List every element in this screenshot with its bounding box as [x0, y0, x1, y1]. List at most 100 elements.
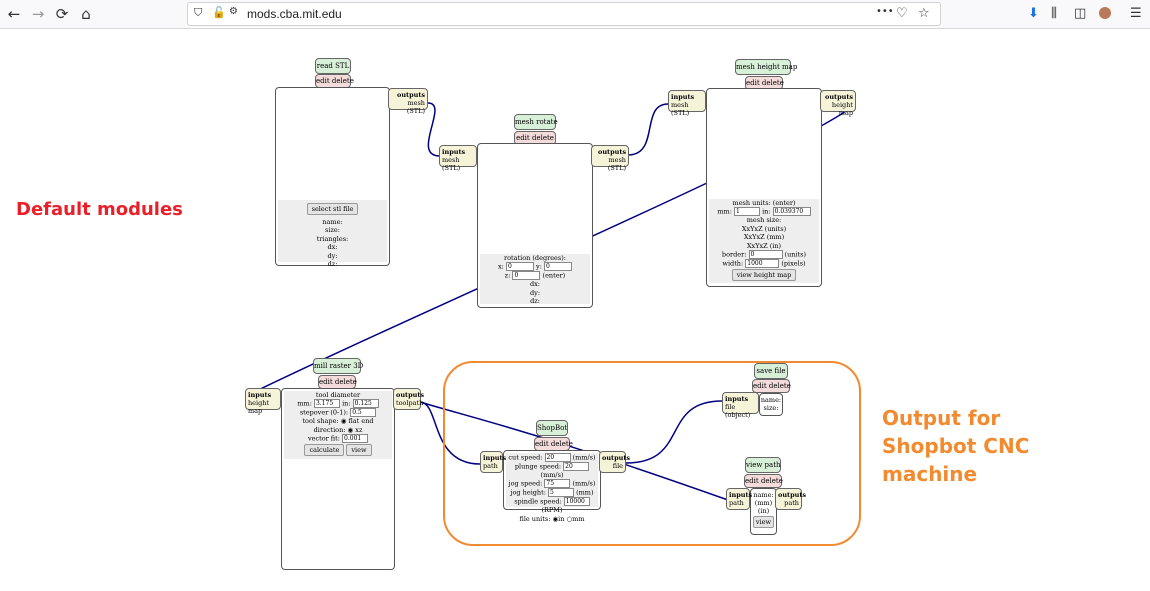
jog-height-input[interactable] — [548, 488, 574, 498]
units-mm-label: mm — [572, 514, 585, 523]
y-label: y: — [536, 262, 542, 271]
jog-height-label: jog height: — [510, 488, 546, 497]
mm-input[interactable] — [733, 207, 760, 217]
plunge-speed-input[interactable] — [563, 462, 590, 471]
spindle-speed-input[interactable] — [563, 497, 590, 507]
url-text[interactable]: mods.cba.mit.edu — [247, 7, 342, 21]
direction-label: direction: — [313, 425, 346, 434]
reload-icon[interactable]: ⟳ — [55, 5, 69, 23]
menu-icon[interactable]: ☰ — [1130, 6, 1142, 21]
shopbot-title[interactable]: ShopBot — [536, 420, 568, 436]
rotate-x-input[interactable] — [505, 262, 534, 272]
rotate-z-input[interactable] — [512, 271, 541, 281]
save-file-title[interactable]: save file — [754, 363, 788, 379]
mm-label: mm: — [717, 207, 732, 216]
mesh-height-map-title[interactable]: mesh height map — [735, 59, 797, 75]
forward-icon[interactable]: → — [31, 5, 45, 23]
shopbot-panel: cut speed: (mm/s) plunge speed: (mm/s) j… — [506, 453, 598, 523]
view-path-title[interactable]: view path — [745, 457, 781, 473]
field-triangles: triangles: — [316, 234, 349, 243]
mesh-height-map-module: mesh units: (enter) mm: in: mesh size: X… — [706, 88, 822, 287]
port-type: mesh (STL) — [671, 101, 690, 117]
default-modules-annotation: Default modules — [16, 199, 183, 220]
units-in-radio[interactable]: ◉ — [552, 514, 559, 523]
field-dy: dy: — [529, 288, 541, 297]
calculate-button[interactable]: calculate — [304, 444, 345, 457]
url-bar[interactable]: ⛉ 🔓 ⚙ mods.cba.mit.edu ••• ♡ ☆ — [187, 2, 941, 26]
view-button[interactable]: view — [346, 444, 372, 457]
mill-raster-3d-title[interactable]: mill raster 3D — [313, 358, 363, 374]
home-icon[interactable]: ⌂ — [81, 5, 91, 23]
border-unit: (units) — [784, 250, 807, 259]
field-dx: dx: — [529, 280, 541, 289]
tool-in-input[interactable] — [352, 399, 379, 409]
sidebar-icon[interactable]: ◫ — [1074, 6, 1087, 21]
mm-label: mm: — [297, 399, 312, 408]
bookmark-star-icon[interactable]: ☆ — [918, 6, 930, 21]
port-label: outputs — [598, 148, 626, 156]
insecure-lock-icon[interactable]: 🔓 — [212, 6, 226, 19]
output-highlight-frame — [443, 361, 861, 546]
port-label: outputs — [397, 91, 425, 99]
mill-raster-3d-edit-delete[interactable]: edit delete — [318, 375, 357, 389]
back-icon[interactable]: ← — [7, 5, 21, 23]
field-dx: dx: — [327, 243, 338, 252]
select-stl-file-button[interactable]: select stl file — [306, 203, 359, 215]
flat-end-radio[interactable]: ◉ — [340, 417, 347, 426]
tool-mm-input[interactable] — [313, 399, 340, 409]
jog-speed-input[interactable] — [544, 479, 571, 489]
account-avatar-icon[interactable] — [1099, 7, 1111, 19]
cut-speed-input[interactable] — [544, 453, 571, 462]
border-input[interactable] — [748, 250, 783, 260]
stepover-input[interactable] — [350, 408, 377, 418]
vector-fit-input[interactable] — [342, 434, 369, 444]
save-file-edit-delete[interactable]: edit delete — [752, 379, 791, 393]
view-height-map-button[interactable]: view height map — [731, 269, 797, 282]
port-label: inputs — [725, 395, 749, 403]
rotation-heading: rotation (degrees): — [504, 254, 566, 262]
read-stl-title[interactable]: read STL — [315, 58, 351, 74]
library-icon[interactable]: ⫼ — [1051, 6, 1057, 21]
rotate-y-input[interactable] — [543, 262, 572, 272]
size-in: XxYxZ (in) — [746, 241, 782, 250]
direction-radio[interactable]: ◉ — [347, 425, 354, 434]
view-path-edit-delete[interactable]: edit delete — [744, 474, 783, 488]
mesh-rotate-title[interactable]: mesh rotate — [514, 114, 558, 130]
units-in-label: in — [558, 514, 565, 523]
read-stl-panel: select stl file name: size: triangles: d… — [278, 200, 387, 268]
shield-icon[interactable]: ⛉ — [194, 6, 203, 19]
in-input[interactable] — [772, 207, 811, 217]
jog-speed-label: jog speed: — [508, 479, 543, 488]
permissions-icon[interactable]: ⚙ — [229, 6, 238, 17]
tool-shape-label: tool shape: — [302, 417, 339, 426]
shopbot-edit-delete[interactable]: edit delete — [534, 437, 573, 451]
port-label: outputs — [602, 454, 630, 462]
download-icon[interactable]: ⬇ — [1028, 6, 1039, 21]
view-path-view-button[interactable]: view — [752, 516, 775, 528]
port-type: mesh (STL) — [607, 156, 626, 172]
cut-speed-label: cut speed: — [508, 453, 543, 462]
read-stl-edit-delete[interactable]: edit delete — [315, 74, 354, 88]
width-input[interactable] — [745, 259, 780, 269]
field-name: name: — [322, 218, 343, 226]
units-mm-radio[interactable]: ○ — [566, 514, 573, 523]
port-type: file — [612, 462, 623, 470]
pocket-icon[interactable]: ♡ — [896, 6, 908, 21]
save-file-module: name: size: — [759, 393, 783, 416]
border-label: border: — [721, 250, 747, 259]
field-name: name: — [753, 491, 774, 499]
page-actions-icon[interactable]: ••• — [876, 6, 894, 17]
mesh-height-map-panel: mesh units: (enter) mm: in: mesh size: X… — [709, 199, 819, 283]
